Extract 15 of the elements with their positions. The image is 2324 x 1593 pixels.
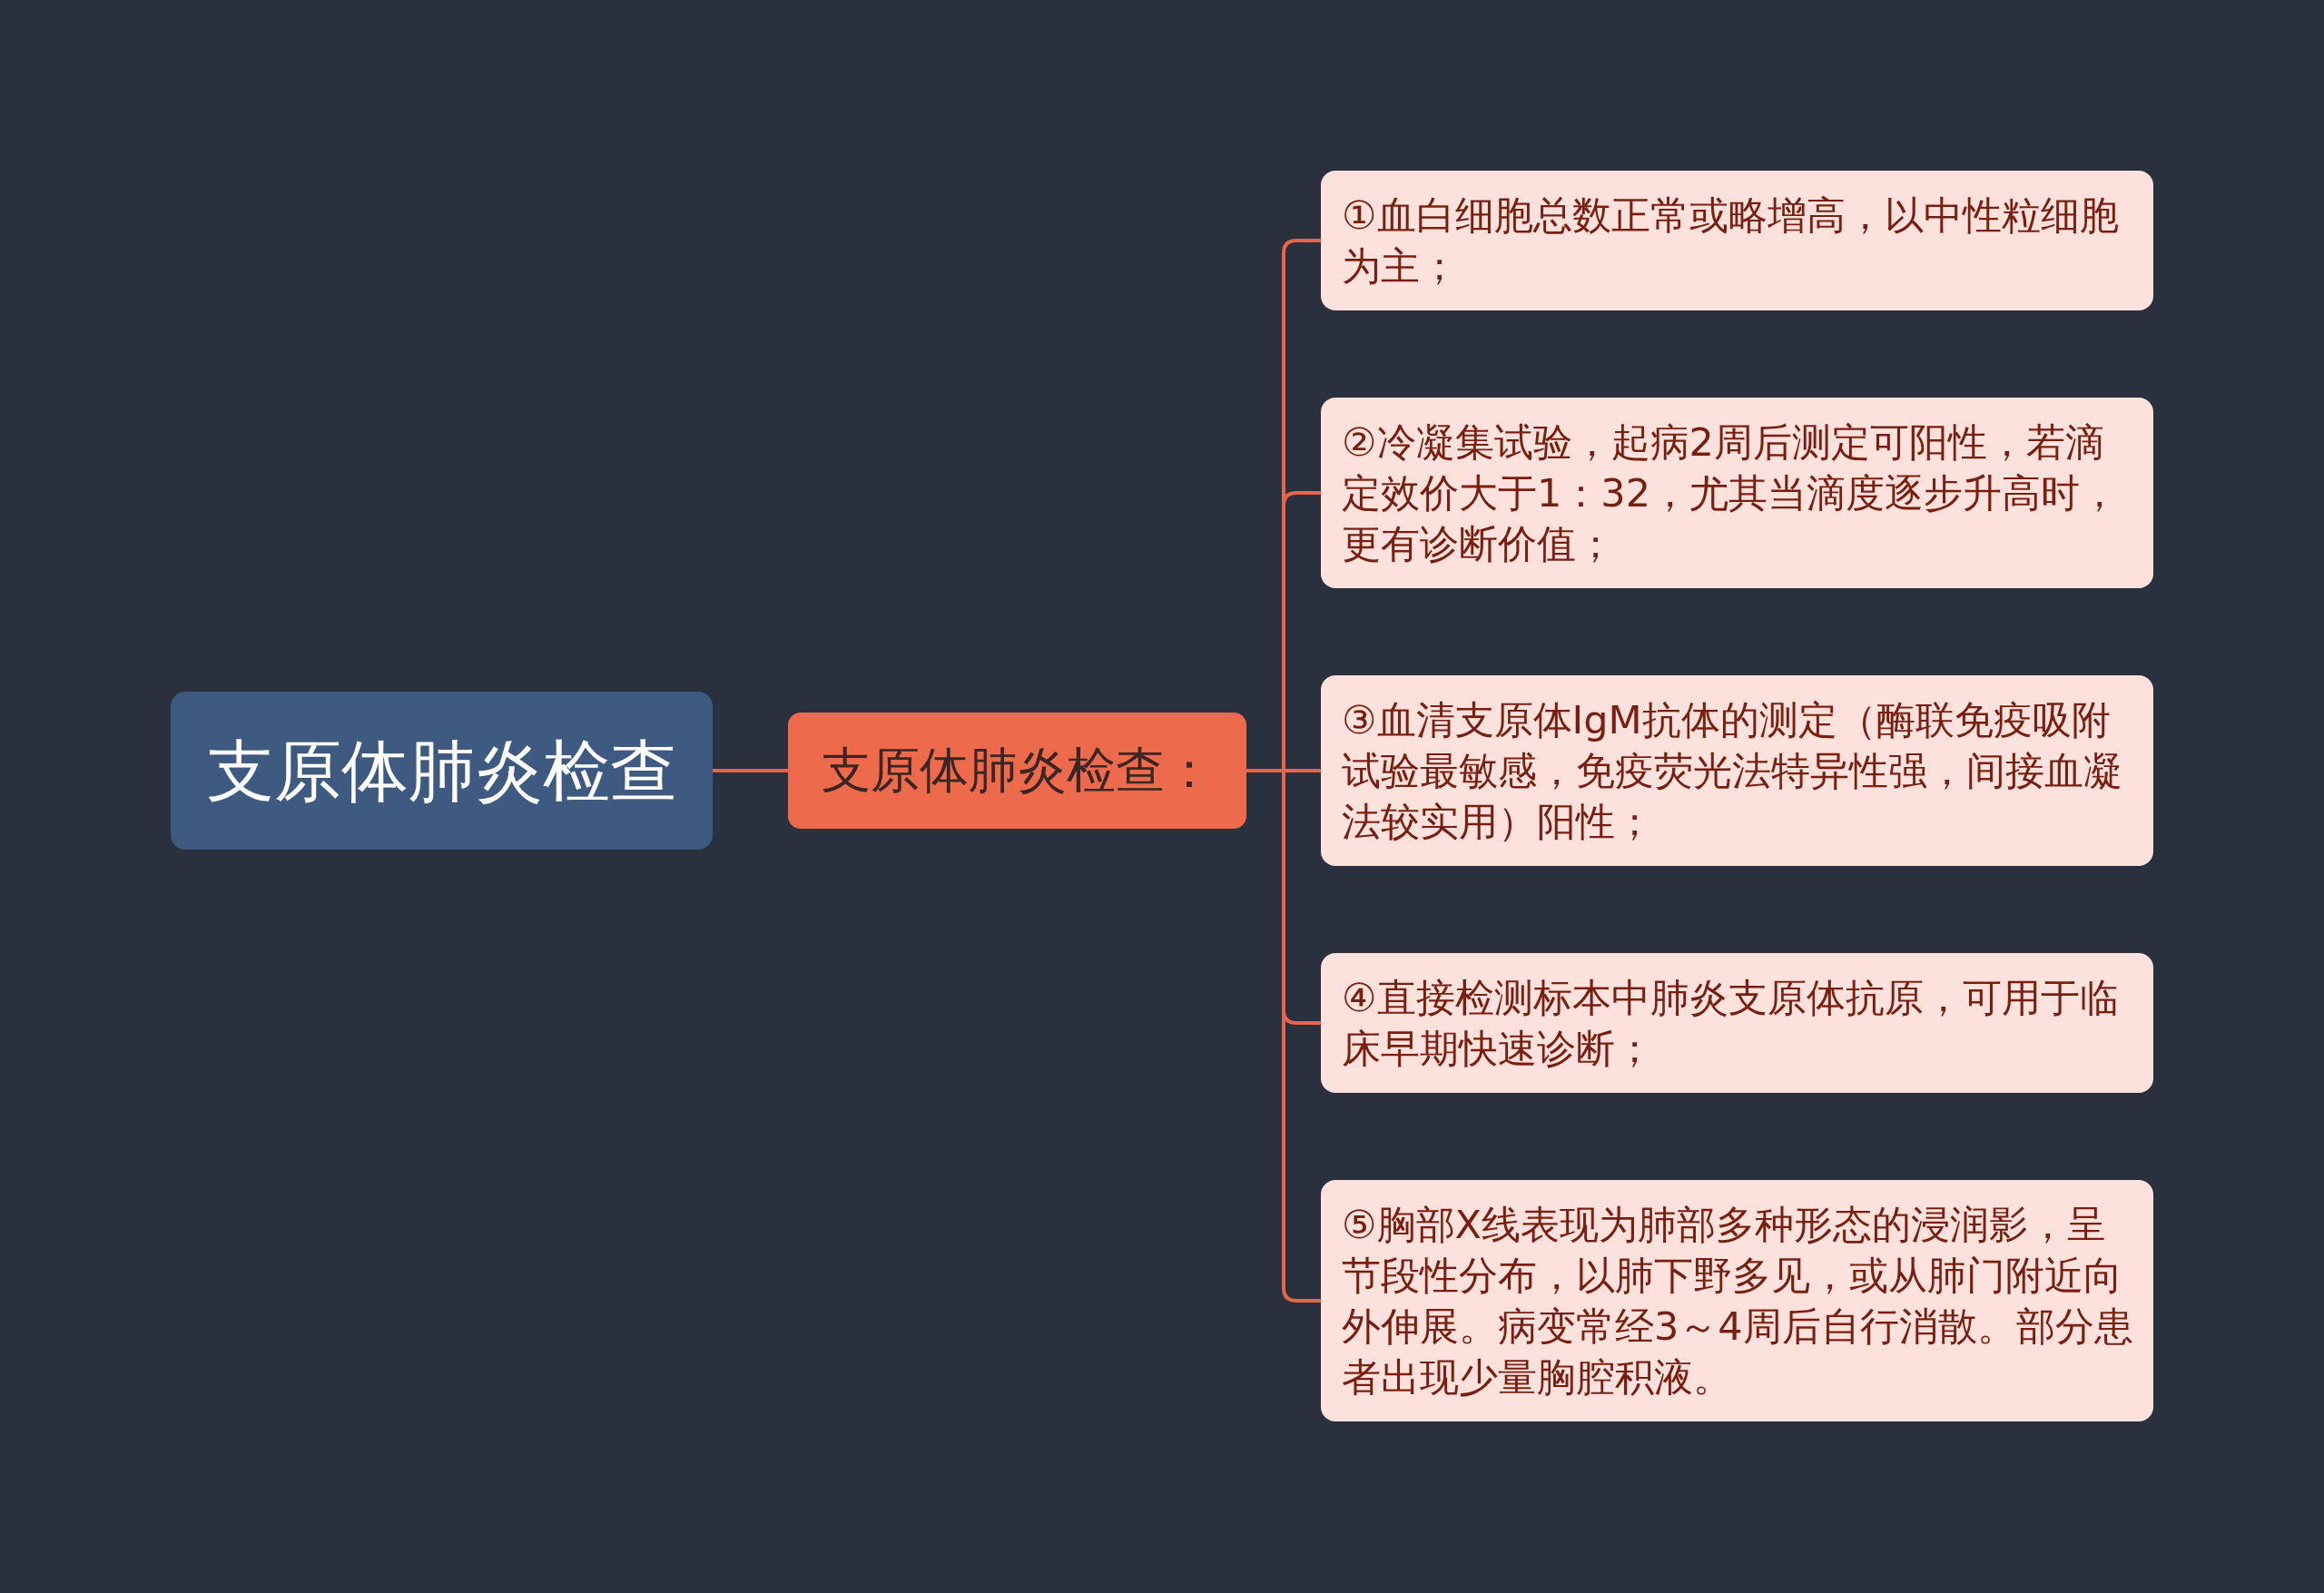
topic-text: ①血白细胞总数正常或略增高，以中性粒细胞为主； [1342,192,2120,290]
topic-text: ②冷凝集试验，起病2周后测定可阳性，若滴定效价大于1：32，尤其当滴度逐步升高时，更有诊断价值； [1342,418,2121,568]
branch-topic-box [788,713,1246,829]
topic-text: 支原体肺炎检查 [206,730,677,811]
leaf-topic-box [1321,675,2153,866]
connector-line [713,769,788,772]
leaf-topic-box [1321,1180,2153,1421]
root-topic-box [171,692,713,850]
leaf-topic-box [1321,171,2153,310]
topic-text: ④直接检测标本中肺炎支原体抗原，可用于临床早期快速诊断； [1342,974,2120,1073]
leaf-topic-box [1321,953,2153,1093]
topic-text: ③血清支原体IgM抗体的测定（酶联免疫吸附试验最敏感，免疫荧光法特异性强，间接血凝法较实用）阳性； [1342,696,2123,846]
topic-text: 支原体肺炎检查： [821,741,1214,801]
topic-text: ⑤胸部X线表现为肺部多种形态的浸润影，呈节段性分布，以肺下野多见，或从肺门附近向外伸展。病变常经3～4周后自行消散。部分患者出现少量胸腔积液。 [1342,1201,2134,1401]
leaf-topic-box [1321,398,2153,588]
